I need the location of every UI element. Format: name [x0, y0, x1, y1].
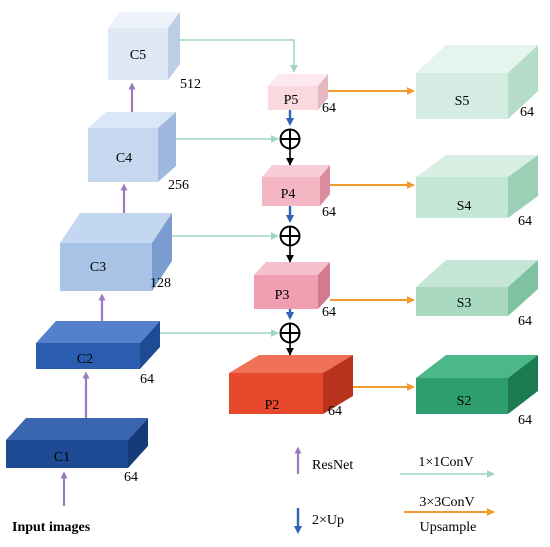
p4-label: P4 [281, 187, 296, 202]
p5-channels: 64 [322, 101, 336, 116]
s3-label: S3 [457, 296, 472, 311]
legend-conv1x1: 1×1ConV [400, 455, 495, 478]
p4-channels: 64 [322, 205, 336, 220]
lateral-connectors [160, 39, 298, 337]
legend-up: 2×Up [293, 508, 344, 535]
legend-conv3x3-label: 3×3ConV [419, 495, 474, 510]
backbone-c4: C4 256 [88, 112, 189, 193]
c5-label: C5 [130, 48, 146, 63]
pyramid-p2: P2 64 [229, 355, 353, 419]
legend-upsample-label: Upsample [420, 520, 477, 535]
legend-conv3x3: 3×3ConV Upsample [404, 495, 495, 535]
c4-channels: 256 [168, 178, 189, 193]
pyramid-p4: P4 64 [262, 165, 336, 220]
sum-node-p3 [279, 225, 301, 247]
input-images-label: Input images [12, 520, 91, 535]
p5-label: P5 [284, 93, 299, 108]
legend-resnet: ResNet [294, 446, 353, 474]
backbone-c3: C3 128 [60, 213, 172, 291]
s4-channels: 64 [518, 214, 532, 229]
c2-channels: 64 [140, 372, 154, 387]
sum-node-p2 [279, 322, 301, 344]
legend-conv1x1-label: 1×1ConV [418, 455, 473, 470]
backbone-c2: C2 64 [36, 321, 160, 387]
c1-label: C1 [54, 450, 70, 465]
lateral-arrow-c5-p5 [180, 39, 298, 73]
s5-label: S5 [455, 94, 470, 109]
legend-resnet-label: ResNet [312, 458, 353, 473]
c2-label: C2 [77, 352, 93, 367]
legend-up-label: 2×Up [312, 513, 344, 528]
c3-label: C3 [90, 260, 106, 275]
s3-channels: 64 [518, 314, 532, 329]
sum-node-p4 [279, 128, 301, 150]
top-down-path [279, 110, 301, 356]
legend: ResNet 2×Up 1×1ConV 3×3ConV Upsample [293, 446, 495, 535]
output-s5: S5 64 [416, 45, 538, 120]
s2-channels: 64 [518, 413, 532, 428]
backbone-c5: C5 512 [108, 12, 201, 92]
c4-label: C4 [116, 151, 132, 166]
output-s3: S3 64 [416, 260, 538, 329]
s5-channels: 64 [520, 105, 534, 120]
c3-channels: 128 [150, 276, 171, 291]
p2-channels: 64 [328, 404, 342, 419]
s2-label: S2 [457, 394, 472, 409]
c5-channels: 512 [180, 77, 201, 92]
c1-channels: 64 [124, 470, 138, 485]
output-s2: S2 64 [416, 355, 538, 428]
p3-channels: 64 [322, 305, 336, 320]
pyramid-p5: P5 64 [268, 74, 336, 116]
p3-label: P3 [275, 288, 290, 303]
s4-label: S4 [457, 199, 472, 214]
output-arrows [328, 87, 415, 391]
output-s4: S4 64 [416, 155, 538, 229]
pyramid-p3: P3 64 [254, 262, 336, 320]
backbone-c1: C1 64 [6, 418, 148, 485]
p2-label: P2 [265, 398, 280, 413]
backbone-arrows [60, 82, 136, 506]
